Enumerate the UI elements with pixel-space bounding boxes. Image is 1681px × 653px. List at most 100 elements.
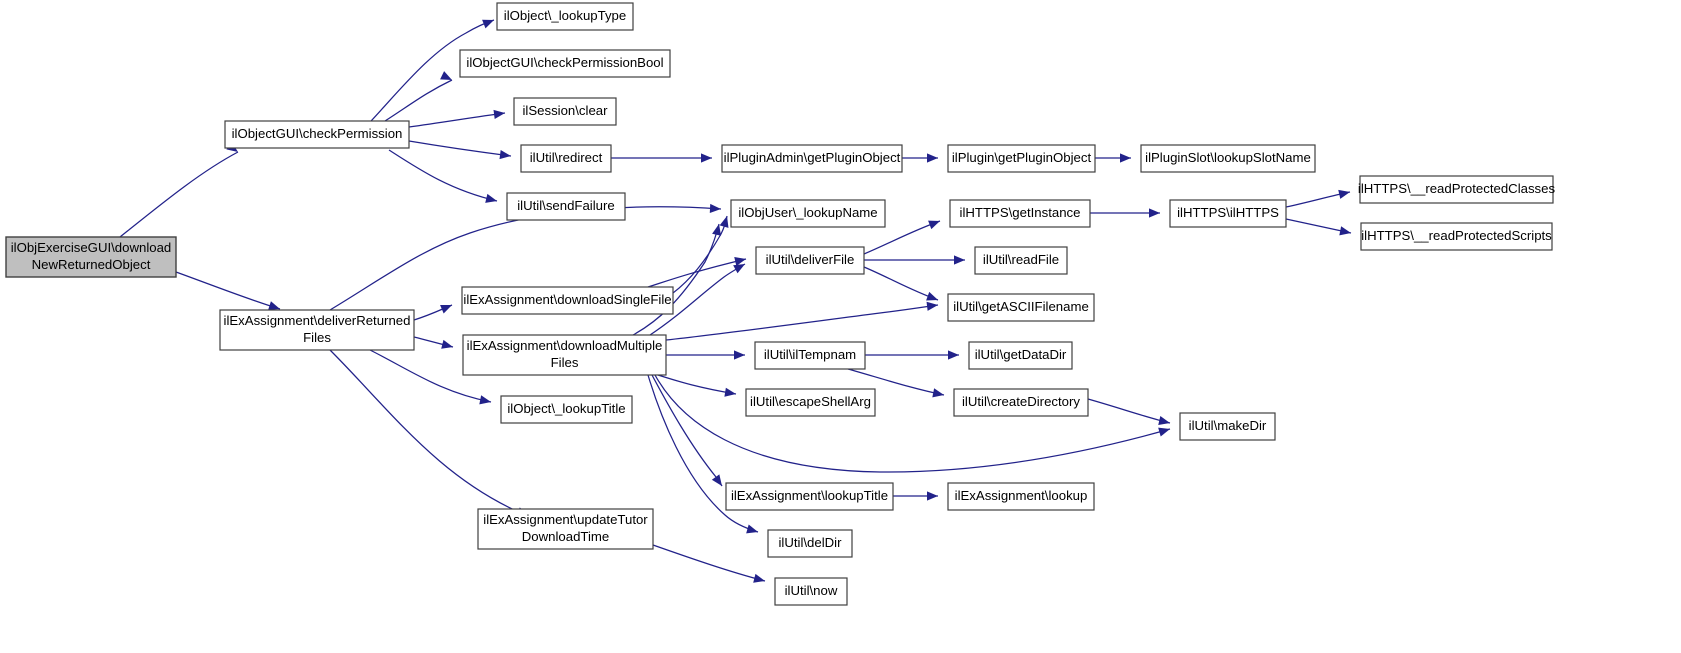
- edge-line: [647, 374, 759, 533]
- function-node-ilutil-getasciifilename[interactable]: ilUtil\getASCIIFilename: [947, 293, 1095, 322]
- function-node-ilhttps-readprotectedscripts[interactable]: ilHTTPS\__readProtectedScripts: [1360, 222, 1553, 251]
- call-edge: [649, 263, 746, 336]
- node-box[interactable]: [974, 246, 1068, 275]
- node-box[interactable]: [947, 144, 1096, 173]
- node-box[interactable]: [506, 192, 626, 221]
- node-box[interactable]: [947, 293, 1095, 322]
- function-node-ilpluginslot-lookupslotname[interactable]: ilPluginSlot\lookupSlotName: [1140, 144, 1316, 173]
- call-edge: [893, 491, 938, 501]
- function-node-ilutil-deldir[interactable]: ilUtil\delDir: [767, 529, 853, 558]
- node-label: ilPluginSlot\lookupSlotName: [1145, 150, 1311, 165]
- function-node-ilpluginadmin-getpluginobject[interactable]: ilPluginAdmin\getPluginObject: [721, 144, 903, 173]
- call-edge: [657, 374, 737, 397]
- call-edge: [902, 153, 938, 163]
- node-box[interactable]: [496, 2, 634, 31]
- node-box[interactable]: [968, 341, 1073, 370]
- call-edge: [1285, 189, 1351, 208]
- call-edge: [413, 336, 454, 349]
- function-node-ilobject-lookuptype[interactable]: ilObject\_lookupType: [496, 2, 634, 31]
- node-box[interactable]: [219, 309, 415, 351]
- node-box[interactable]: [767, 529, 853, 558]
- call-edge: [408, 140, 512, 160]
- function-node-ilutil-redirect[interactable]: ilUtil\redirect: [520, 144, 612, 173]
- node-box[interactable]: [462, 334, 667, 376]
- node-box[interactable]: [224, 120, 410, 149]
- node-box[interactable]: [1140, 144, 1316, 173]
- node-label: ilUtil\getDataDir: [975, 347, 1067, 362]
- call-edge: [1095, 153, 1131, 163]
- node-label: ilObjUser\_lookupName: [738, 205, 877, 220]
- node-label: ilHTTPS\ilHTTPS: [1177, 205, 1279, 220]
- function-node-ilobject-lookuptitle[interactable]: ilObject\_lookupTitle: [500, 395, 633, 424]
- node-label: ilUtil\deliverFile: [766, 252, 855, 267]
- root-node-ilobjexercisegui-download-newreturnedobject[interactable]: ilObjExerciseGUI\downloadNewReturnedObje…: [5, 236, 177, 278]
- node-box[interactable]: [754, 341, 866, 370]
- node-label: ilExAssignment\deliverReturned: [224, 313, 411, 328]
- function-node-ilobjuser-lookupname[interactable]: ilObjUser\_lookupName: [730, 199, 886, 228]
- function-node-ilutil-createdirectory[interactable]: ilUtil\createDirectory: [953, 388, 1089, 417]
- edge-arrowhead: [1149, 208, 1160, 218]
- node-box[interactable]: [459, 49, 671, 78]
- function-node-ilutil-readfile[interactable]: ilUtil\readFile: [974, 246, 1068, 275]
- node-box[interactable]: [725, 482, 894, 511]
- edge-arrowhead: [712, 224, 722, 236]
- node-label: ilUtil\delDir: [778, 535, 842, 550]
- function-node-ilobjectgui-checkpermission[interactable]: ilObjectGUI\checkPermission: [224, 120, 410, 149]
- node-box[interactable]: [500, 395, 633, 424]
- node-box[interactable]: [513, 97, 617, 126]
- node-box[interactable]: [953, 388, 1089, 417]
- edge-arrowhead: [493, 109, 505, 119]
- edge-arrowhead: [926, 291, 938, 301]
- node-box[interactable]: [730, 199, 886, 228]
- call-edge: [654, 374, 1171, 473]
- function-node-ilexassignment-lookup[interactable]: ilExAssignment\lookup: [947, 482, 1095, 511]
- node-box[interactable]: [745, 388, 876, 417]
- node-label: ilExAssignment\downloadMultiple: [467, 338, 663, 353]
- edge-line: [329, 349, 529, 517]
- function-node-ilsession-clear[interactable]: ilSession\clear: [513, 97, 617, 126]
- call-edge: [369, 349, 492, 405]
- node-box[interactable]: [1360, 222, 1553, 251]
- node-box[interactable]: [1169, 199, 1287, 228]
- function-node-ilutil-getdatadir[interactable]: ilUtil\getDataDir: [968, 341, 1073, 370]
- node-box[interactable]: [721, 144, 903, 173]
- function-node-ilutil-sendfailure[interactable]: ilUtil\sendFailure: [506, 192, 626, 221]
- edge-arrowhead: [479, 395, 491, 405]
- edge-line: [408, 140, 512, 157]
- edge-arrowhead: [485, 193, 497, 203]
- function-node-ilutil-deliverfile[interactable]: ilUtil\deliverFile: [755, 246, 865, 275]
- node-box[interactable]: [477, 508, 654, 550]
- node-box[interactable]: [520, 144, 612, 173]
- node-label: ilUtil\sendFailure: [517, 198, 614, 213]
- function-node-ilplugin-getpluginobject[interactable]: ilPlugin\getPluginObject: [947, 144, 1096, 173]
- node-box[interactable]: [461, 286, 674, 315]
- call-edge: [370, 19, 495, 122]
- node-box[interactable]: [755, 246, 865, 275]
- node-box[interactable]: [5, 236, 177, 278]
- function-node-ilobjectgui-checkpermissionbool[interactable]: ilObjectGUI\checkPermissionBool: [459, 49, 671, 78]
- edge-arrowhead: [926, 301, 938, 311]
- function-node-ilhttps-getinstance[interactable]: ilHTTPS\getInstance: [949, 199, 1091, 228]
- edge-line: [665, 304, 939, 341]
- node-box[interactable]: [774, 577, 848, 606]
- function-node-ilexassignment-downloadsinglefile[interactable]: ilExAssignment\downloadSingleFile: [461, 286, 674, 315]
- call-edge: [413, 304, 453, 321]
- function-node-ilhttps-ilhttps[interactable]: ilHTTPS\ilHTTPS: [1169, 199, 1287, 228]
- node-box[interactable]: [949, 199, 1091, 228]
- call-edge: [864, 255, 965, 265]
- edge-arrowhead: [948, 350, 959, 360]
- edge-arrowhead: [927, 153, 938, 163]
- function-node-ilutil-iltempnam[interactable]: ilUtil\ilTempnam: [754, 341, 866, 370]
- function-node-ilutil-escapeshellarg[interactable]: ilUtil\escapeShellArg: [745, 388, 876, 417]
- function-node-ilexassignment-lookuptitle[interactable]: ilExAssignment\lookupTitle: [725, 482, 894, 511]
- function-node-ilhttps-readprotectedclasses[interactable]: ilHTTPS\__readProtectedClasses: [1358, 175, 1556, 204]
- node-box[interactable]: [1179, 412, 1276, 441]
- node-box[interactable]: [947, 482, 1095, 511]
- function-node-ilutil-now[interactable]: ilUtil\now: [774, 577, 848, 606]
- function-node-ilutil-makedir[interactable]: ilUtil\makeDir: [1179, 412, 1276, 441]
- node-box[interactable]: [1359, 175, 1554, 204]
